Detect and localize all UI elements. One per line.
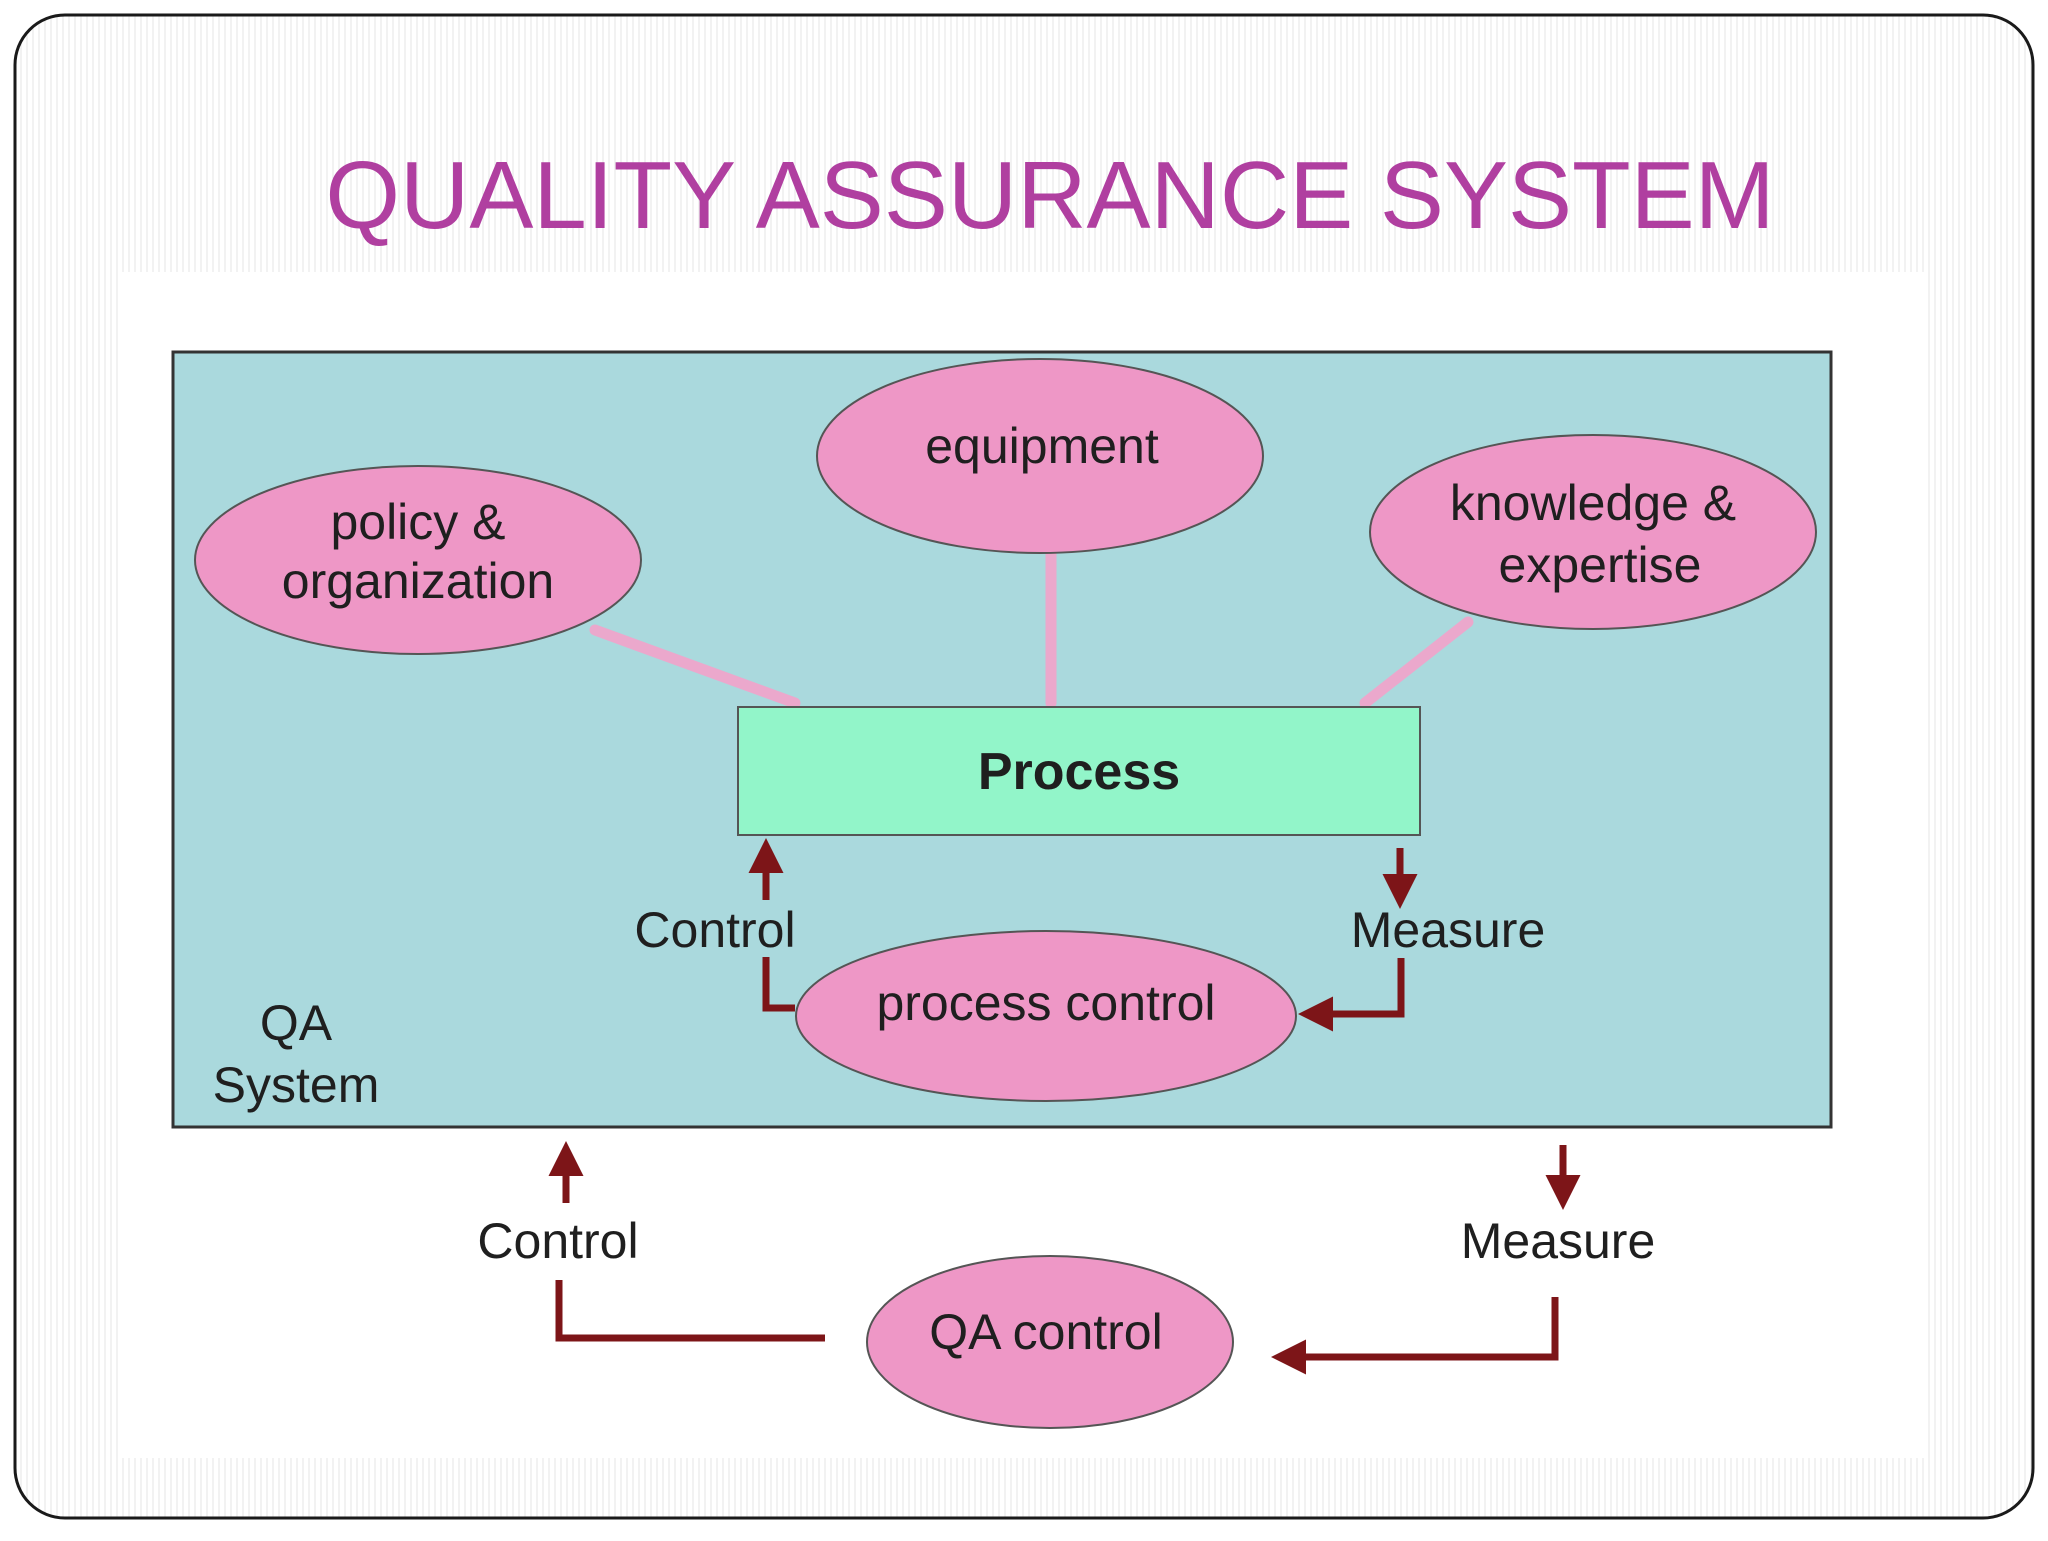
- inner-control-label: Control: [634, 902, 795, 958]
- inner-control-line: [762, 957, 795, 1012]
- policy-label-line1: policy &: [330, 494, 505, 550]
- outer-control-label: Control: [477, 1213, 638, 1269]
- process-control-ellipse: [795, 930, 1297, 1102]
- knowledge-label-line2: expertise: [1499, 537, 1702, 593]
- outer-loop-arrows: [548, 1141, 1581, 1375]
- process-label: Process: [978, 743, 1180, 801]
- qa-control-label: QA control: [929, 1304, 1162, 1360]
- knowledge-label-line1: knowledge &: [1450, 475, 1736, 531]
- process-box: [737, 706, 1421, 836]
- policy-label-line2: organization: [282, 553, 554, 609]
- slide-title: QUALITY ASSURANCE SYSTEM: [325, 142, 1774, 249]
- inner-loop-arrows: [748, 838, 1418, 1032]
- connector-knowledge: [1359, 616, 1474, 709]
- input-connectors: [589, 547, 1474, 709]
- inner-measure-label: Measure: [1351, 902, 1546, 958]
- qa-label-line2: System: [213, 1057, 380, 1113]
- qa-label-line1: QA: [260, 995, 333, 1051]
- outer-measure-label: Measure: [1461, 1213, 1656, 1269]
- connector-policy: [589, 624, 801, 709]
- qa-control-ellipse: [866, 1255, 1234, 1429]
- equipment-ellipse: [816, 358, 1264, 554]
- knowledge-expertise-ellipse: [1369, 434, 1817, 630]
- outer-control-line: [555, 1280, 825, 1342]
- outer-return-arrow: [1271, 1297, 1559, 1375]
- equipment-label: equipment: [925, 418, 1159, 474]
- process-control-label: process control: [876, 975, 1215, 1031]
- policy-organization-ellipse: [194, 465, 642, 655]
- inner-return-arrow: [1298, 958, 1405, 1032]
